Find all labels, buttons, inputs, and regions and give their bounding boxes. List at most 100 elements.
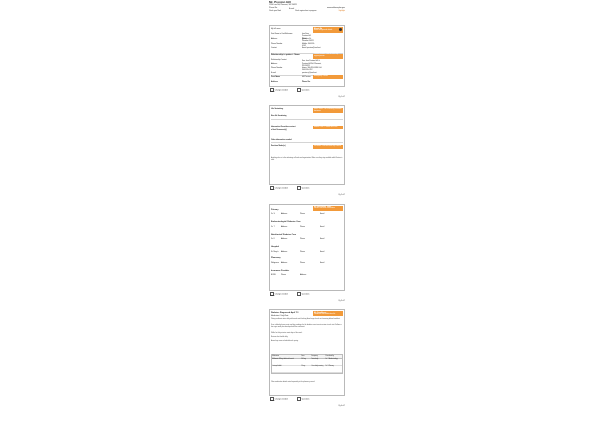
questions[interactable]: Questions: [297, 291, 309, 296]
page-2-footer: Changes needed Questions Notes: [269, 185, 345, 194]
check-legend: Check your Mark Check again when in prog…: [269, 11, 345, 13]
paragraph: Other medication details noted separatel…: [271, 382, 315, 384]
changes-label: Changes needed: [274, 293, 288, 296]
group-title: Hospital: [271, 246, 279, 249]
row-value: Son: Ima Preston Hill Jr.: [302, 60, 321, 62]
questions-label: Questions: [301, 398, 310, 401]
checkbox-icon[interactable]: [270, 291, 274, 296]
checkbox-icon[interactable]: [297, 186, 301, 191]
changes-label: Changes needed: [274, 187, 288, 190]
group-title: Pharmacy: [271, 257, 281, 260]
contact-card: Contact Details - How to reach my suppor…: [313, 53, 343, 59]
group-field: Address: [281, 261, 288, 264]
group-field: Address: [300, 274, 307, 277]
page-number: Pg 3 of 7: [338, 300, 345, 302]
group-field: Dr. K: [271, 238, 275, 241]
check-prefix: Check your Mark: [269, 11, 282, 12]
document: Mr. Preston Hill 1234 Law Rd, Pleasant, …: [269, 0, 345, 409]
group-field: Phone: [300, 250, 305, 253]
medication-table: Medication Dose Frequency Prescribed by …: [271, 354, 343, 374]
row-label: Relationship Contact: [271, 59, 287, 61]
changes-label: Changes needed: [274, 89, 288, 92]
checkbox-icon[interactable]: [270, 397, 274, 402]
changes-needed[interactable]: Changes needed: [270, 186, 288, 191]
row-value: Hill Preston: [302, 76, 311, 78]
row-label: Print Name: [271, 76, 280, 78]
group-field: Phone: [300, 213, 305, 216]
conditions-card: My Conditions Conditions and medication …: [313, 311, 343, 317]
page-3-footer: Changes needed Questions Notes: [269, 291, 345, 300]
table-cell: Dr. S Primary: [325, 365, 334, 367]
check-suffix: Check again when in progress: [295, 11, 317, 12]
questions[interactable]: Questions: [297, 397, 310, 402]
questions[interactable]: Questions: [297, 186, 310, 191]
card-subtitle: Conditions and medication list: [314, 313, 336, 315]
check-highlight: Highlight: [338, 11, 345, 12]
changes-needed[interactable]: Changes needed: [270, 88, 288, 92]
row-value: Wellness St. Pleasant 54321: [302, 38, 314, 43]
card-subtitle: Name and general details: [314, 29, 333, 31]
notes-label: Notes: [270, 189, 275, 192]
row-value: Home: 304-555-0186 Cell: 304-555-0112: [302, 67, 322, 72]
paragraph: Annual eye exam scheduled each spring.: [271, 341, 299, 343]
paragraph: Reviews foot health daily.: [271, 337, 288, 339]
checkbox-icon[interactable]: [297, 88, 301, 92]
questions[interactable]: Questions: [297, 88, 309, 92]
table-cell: Dr. T Endocrinology: [325, 358, 338, 360]
group-field: Email: [320, 225, 325, 228]
group-title: Nutritionist/ Diabetes Care: [271, 233, 297, 236]
row-value: Email: preston@mail.net: [302, 47, 321, 49]
page-1: About Me Name and general details My ful…: [269, 25, 345, 87]
row-label: First Name in Use/Nickname: [271, 33, 293, 35]
changes-needed[interactable]: Changes needed: [270, 291, 288, 296]
website[interactable]: www.wellnessplan.gov: [327, 7, 345, 9]
group-field: Address: [281, 213, 288, 216]
table-cell: Once daily morning: [311, 365, 324, 367]
questions-label: Questions: [301, 89, 310, 92]
column-header: Dose: [301, 355, 305, 357]
notes-label: Notes: [270, 91, 275, 93]
row-label: Information Describes content of last Do…: [271, 126, 296, 131]
table-row: Lisinopril tablet 10 mg Once daily morni…: [272, 366, 342, 373]
row-value: Ima Sam Preston Hill (Pres): [302, 33, 311, 40]
row-label: E-mail: [271, 71, 276, 74]
section-title: Relationship to patient - Name: [271, 54, 300, 56]
row-label: Decision Maker(s): [271, 145, 286, 148]
group-field: Email: [320, 250, 325, 253]
condition-subheading: Medication / Daily Rate: [271, 314, 289, 317]
checkbox-icon[interactable]: [270, 88, 274, 92]
phone-label: Phone No.: [269, 6, 278, 9]
row-value: Preston Hill Rd. Pleasant, WV 54321: [302, 63, 322, 68]
group-field: Phone: [300, 238, 305, 241]
group-field: Address: [281, 238, 288, 241]
group-field: Phone: [300, 261, 305, 264]
card-title: About Me: [314, 27, 323, 30]
life-sustaining-card: What I Want - Life sustaining treatment …: [313, 107, 343, 113]
group-field: Phone: [281, 274, 286, 277]
paragraph: Anything else as to the advantage of fun…: [271, 158, 343, 162]
group-field: Dr. S: [271, 213, 275, 216]
row-label: Address: [271, 63, 278, 65]
divider: [271, 74, 343, 76]
changes-label: Changes needed: [274, 398, 288, 401]
row-label: Other information needed: [271, 139, 292, 142]
page-2: Life Sustaining What I Want - Life susta…: [269, 105, 345, 186]
changes-needed[interactable]: Changes needed: [270, 397, 288, 402]
checkbox-icon[interactable]: [270, 186, 274, 191]
checkbox-icon[interactable]: [297, 397, 301, 402]
group-title: Primary: [271, 208, 279, 211]
card-subtitle: Doctors and team information: [314, 208, 335, 210]
row-label: Non-life Sustaining: [271, 114, 287, 117]
divider: [271, 119, 343, 121]
row-value: preston.jr@mail.net: [302, 71, 317, 74]
table-cell: Twice daily: [311, 358, 319, 360]
group-field: BCBS: [271, 274, 276, 277]
healthcare-team-card: My Healthcare Team Doctors and team info…: [313, 205, 343, 211]
card-title: My Healthcare Team: [314, 206, 332, 209]
questions-label: Questions: [301, 187, 310, 190]
checkbox-icon[interactable]: [297, 291, 301, 296]
column-header: Prescribed by: [325, 355, 334, 357]
table-cell: Metformin 500mg tablet with meals: [272, 358, 294, 360]
divider: [271, 53, 343, 54]
row-label: Phone Number: [271, 43, 283, 45]
